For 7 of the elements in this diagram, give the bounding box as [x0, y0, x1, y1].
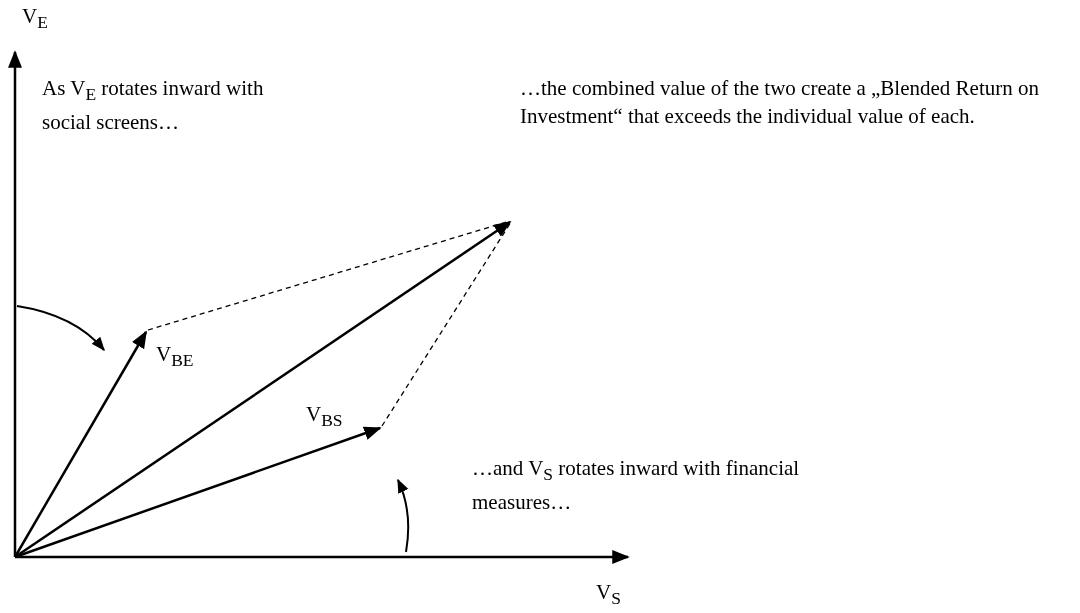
annotation-text: As V$_{E}$ rotates inward with social screens…	[42, 75, 265, 137]
vector-label: V$_{BS}$	[306, 401, 343, 433]
axis-label: V$_{S}$	[596, 579, 621, 611]
annotation-text: …the combined value of the two create a „Blended Return on Investment“ that exceeds the individual value of each.	[520, 75, 1040, 130]
annotation-text: …and V$_{S}$ rotates inward with financial measures…	[472, 455, 801, 517]
vector-label: V$_{BE}$	[156, 341, 194, 373]
axis-label: V$_{E}$	[22, 3, 48, 35]
